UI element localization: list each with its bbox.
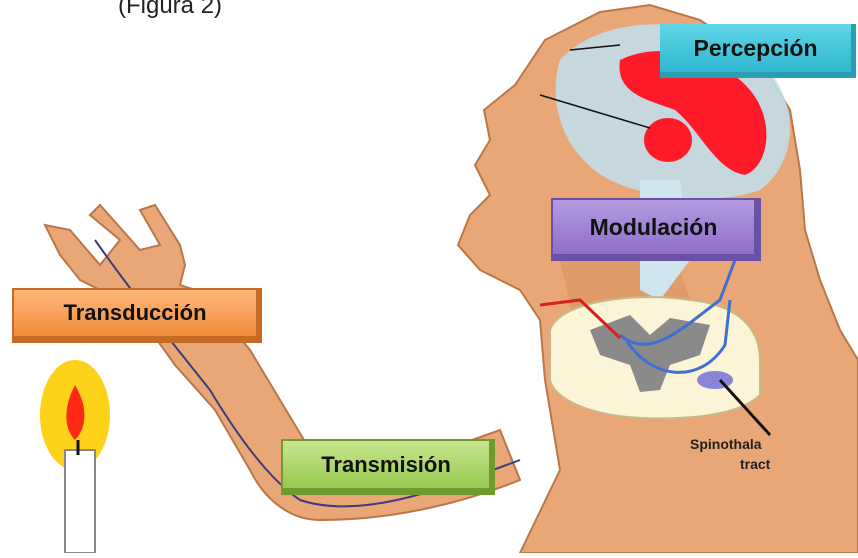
transmision-label: Transmisión: [281, 439, 495, 495]
modulacion-label: Modulación: [551, 198, 761, 261]
spinothalamic-tract-label-line2: tract: [740, 456, 770, 472]
transduccion-label: Transducción: [12, 288, 262, 343]
percepcion-label: Percepción: [660, 24, 856, 78]
candle: [40, 360, 110, 553]
figure-caption: (Figura 2): [118, 0, 222, 20]
spinothalamic-tract-label: Spinothala: [690, 436, 762, 452]
thalamus-highlight: [644, 118, 692, 162]
